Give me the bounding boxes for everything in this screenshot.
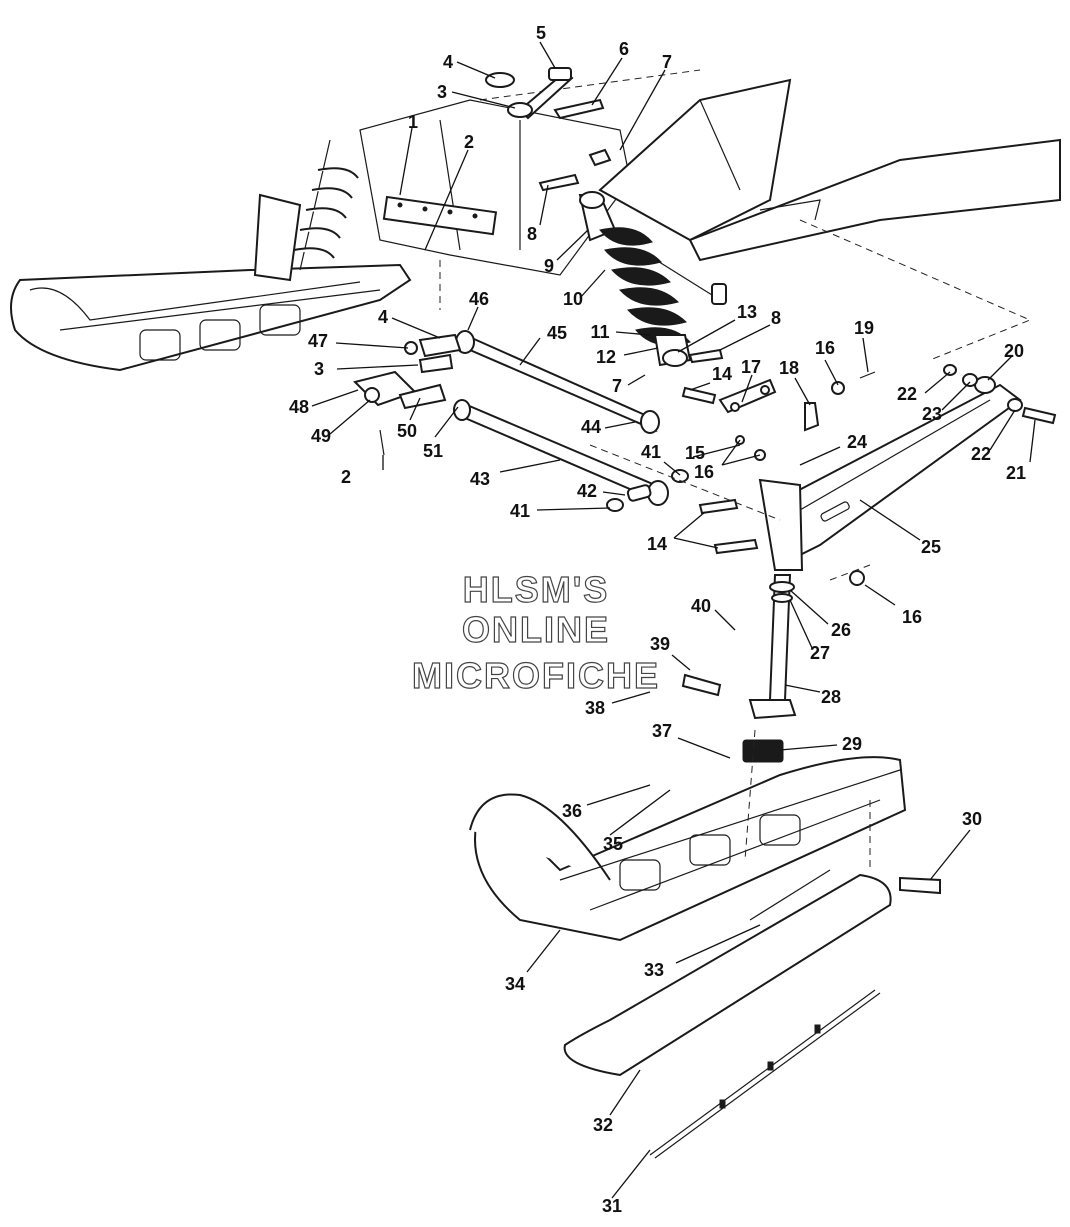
callout-22-right: 22 — [971, 444, 991, 464]
callout-47: 47 — [308, 331, 328, 351]
left-shock-coil — [253, 139, 359, 282]
callout-30: 30 — [962, 809, 982, 829]
callout-39: 39 — [650, 634, 670, 654]
callout-51: 51 — [423, 441, 443, 461]
callout-16-upper: 16 — [815, 338, 835, 358]
callout-44: 44 — [581, 417, 601, 437]
rod-end-bracket-assembly — [353, 333, 462, 456]
callout-leaders — [311, 41, 1036, 1199]
callout-5: 5 — [536, 23, 546, 43]
callouts: 1 2 2 3 3 4 4 5 6 7 7 8 8 9 10 11 12 13 … — [289, 23, 1026, 1216]
callout-7-upper: 7 — [662, 52, 672, 72]
callout-16-middle: 16 — [694, 462, 714, 482]
callout-11: 11 — [590, 322, 609, 342]
callout-41-left: 41 — [510, 501, 530, 521]
callout-26: 26 — [831, 620, 851, 640]
callout-15: 15 — [685, 443, 705, 463]
callout-3-upper: 3 — [437, 82, 447, 102]
callout-19: 19 — [854, 318, 874, 338]
callout-3-lower: 3 — [314, 359, 324, 379]
callout-1: 1 — [408, 112, 418, 132]
steering-arm-hardware — [681, 348, 876, 586]
callout-38: 38 — [585, 698, 605, 718]
main-shock-absorber — [578, 191, 727, 367]
right-ski — [469, 739, 941, 942]
callout-31: 31 — [602, 1196, 622, 1216]
callout-24: 24 — [847, 432, 867, 452]
ski-spindle — [681, 478, 804, 720]
callout-18: 18 — [779, 358, 799, 378]
callout-45: 45 — [547, 323, 567, 343]
callout-23: 23 — [922, 404, 942, 424]
callout-12: 12 — [596, 347, 616, 367]
callout-21: 21 — [1006, 463, 1026, 483]
callout-37: 37 — [652, 721, 672, 741]
callout-10: 10 — [563, 289, 583, 309]
callout-48: 48 — [289, 397, 309, 417]
callout-40: 40 — [691, 596, 711, 616]
chassis-right-rail — [598, 78, 1061, 262]
callout-8-left: 8 — [527, 224, 537, 244]
callout-16-lower: 16 — [902, 607, 922, 627]
callout-8-right: 8 — [771, 308, 781, 328]
left-ski-assembly — [10, 263, 412, 372]
callout-14-lower: 14 — [647, 534, 667, 554]
callout-43: 43 — [470, 469, 490, 489]
watermark-line-3: MICROFICHE — [412, 655, 660, 696]
callout-50: 50 — [397, 421, 417, 441]
callout-6: 6 — [619, 39, 629, 59]
upper-radius-rod — [455, 330, 660, 434]
callout-9: 9 — [544, 256, 554, 276]
callout-28: 28 — [821, 687, 841, 707]
callout-4-lower: 4 — [378, 307, 388, 327]
callout-13: 13 — [737, 302, 757, 322]
upper-pivot-bolts — [485, 67, 612, 192]
callout-14-upper: 14 — [712, 364, 732, 384]
callout-49: 49 — [311, 426, 331, 446]
callout-36: 36 — [562, 801, 582, 821]
watermark: HLSM'S ONLINE MICROFICHE — [411, 568, 660, 696]
lower-radius-rod — [453, 399, 689, 512]
callout-42: 42 — [577, 481, 597, 501]
callout-7-lower: 7 — [612, 376, 622, 396]
callout-34: 34 — [505, 974, 525, 994]
watermark-line-2: ONLINE — [462, 609, 610, 650]
callout-32: 32 — [593, 1115, 613, 1135]
callout-41-right: 41 — [641, 442, 661, 462]
callout-25: 25 — [921, 537, 941, 557]
callout-20: 20 — [1004, 341, 1024, 361]
callout-46: 46 — [469, 289, 489, 309]
callout-17: 17 — [741, 357, 761, 377]
callout-22-left: 22 — [897, 384, 917, 404]
assembly-guide-lines — [589, 219, 1032, 870]
callout-35: 35 — [603, 834, 623, 854]
ski-runner — [563, 869, 892, 1159]
callout-29: 29 — [842, 734, 862, 754]
callout-33: 33 — [644, 960, 664, 980]
callout-4-upper: 4 — [443, 52, 453, 72]
callout-2-upper: 2 — [464, 132, 474, 152]
watermark-line-1: HLSM'S — [463, 569, 610, 610]
callout-2-lower: 2 — [341, 467, 351, 487]
callout-27: 27 — [810, 643, 830, 663]
